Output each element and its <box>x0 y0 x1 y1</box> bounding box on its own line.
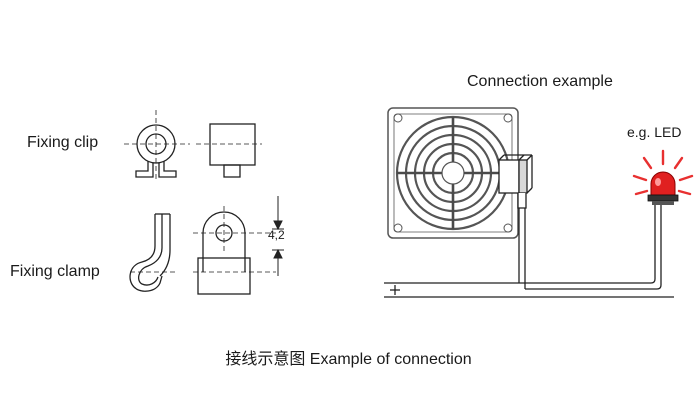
diagram-caption: 接线示意图 Example of connection <box>225 351 472 368</box>
fixing-clamp-side-view <box>129 213 178 292</box>
fixing-clamp-front-view <box>193 206 276 295</box>
dimension-arrows <box>272 196 284 276</box>
thermostat-sensor-icon <box>498 154 533 209</box>
connection-example-heading: Connection example <box>467 73 613 90</box>
fixing-clip-front-view <box>124 110 190 182</box>
fixing-clip-label: Fixing clip <box>27 134 99 151</box>
connection-wires <box>384 205 674 298</box>
fixing-clamp-label: Fixing clamp <box>10 263 100 280</box>
red-led-warning-light-icon <box>632 149 694 205</box>
fixing-clip-side-view <box>196 123 262 178</box>
led-example-label: e.g. LED <box>627 124 682 140</box>
hole-dimension-label: 4,2 <box>268 228 285 242</box>
